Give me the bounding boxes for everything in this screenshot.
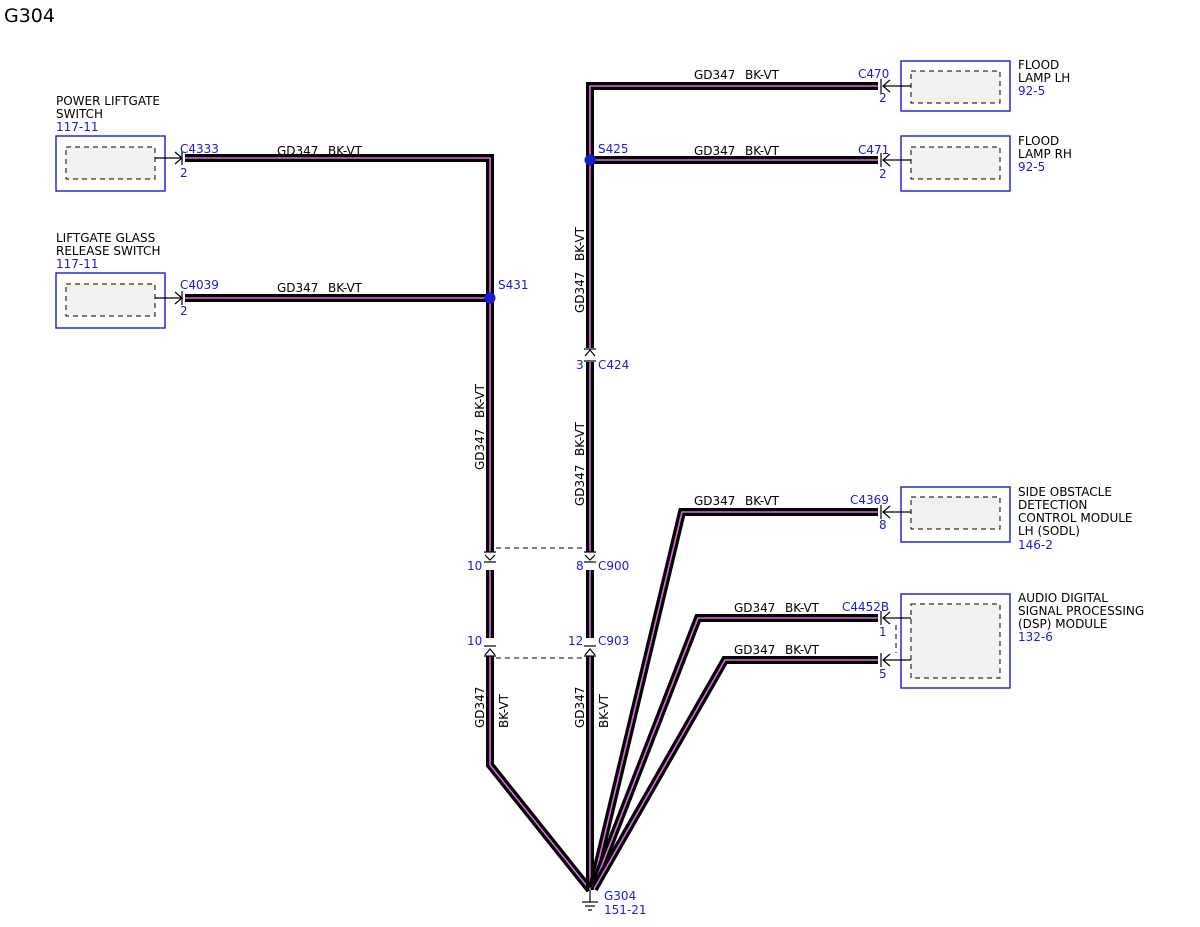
audio-dsp-module[interactable]: C4452B 1 5 AUDIO DIGITAL SIGNAL PROCESSI… (842, 591, 1144, 689)
power-liftgate-switch[interactable]: POWER LIFTGATE SWITCH 117-11 C4333 2 (55, 94, 219, 192)
wire-dsp-pin5-to-ground (590, 656, 878, 891)
pin-label: 2 (180, 166, 188, 180)
wire-color-label: BK-VT (473, 383, 487, 418)
ground-g304[interactable]: G304 151-21 (582, 889, 647, 917)
flood-lamp-rh[interactable]: C471 2 FLOOD LAMP RH 92-5 (858, 134, 1072, 192)
component-name: SWITCH (56, 107, 103, 121)
wire-circuit-label: GD347 (277, 144, 318, 158)
wire-color-label: BK-VT (497, 693, 511, 728)
component-name: AUDIO DIGITAL (1018, 591, 1108, 605)
pin-label: 8 (879, 518, 887, 532)
wire-color-label: BK-VT (573, 421, 587, 456)
component-name: FLOOD (1018, 134, 1059, 148)
connector-label: C4369 (850, 493, 889, 507)
pin-label: 8 (576, 559, 584, 573)
wire-dsp-pin1-to-ground (589, 614, 878, 890)
wire-color-label: BK-VT (328, 144, 363, 158)
wire-circuit-label: GD347 (734, 601, 775, 615)
wire-color-label: BK-VT (597, 693, 611, 728)
pin-label: 3 (576, 358, 584, 372)
connector-c900[interactable]: 10 8 C900 (467, 547, 629, 573)
pin-label: 10 (467, 559, 482, 573)
splice-s431[interactable]: S431 (484, 278, 529, 304)
wire-sodl-to-ground (588, 508, 878, 889)
wire-color-label: BK-VT (745, 68, 780, 82)
wire-left-to-ground (486, 656, 594, 893)
wire-circuit-label: GD347 (734, 643, 775, 657)
wire-circuit-label: GD347 (694, 494, 735, 508)
page-title: G304 (4, 5, 55, 27)
connector-label: C471 (858, 143, 889, 157)
wire-circuit-label: GD347 (573, 465, 587, 506)
component-name: SIGNAL PROCESSING (1018, 604, 1144, 618)
connector-label: C470 (858, 67, 889, 81)
component-name: (DSP) MODULE (1018, 617, 1107, 631)
pin-label: 1 (879, 625, 887, 639)
wire-circuit-label: GD347 (694, 68, 735, 82)
component-name: POWER LIFTGATE (56, 94, 160, 108)
component-ref: 117-11 (56, 120, 99, 134)
splice-label: S431 (498, 278, 529, 292)
pin-label: 12 (568, 634, 583, 648)
ground-ref: 151-21 (604, 903, 647, 917)
connector-label: C900 (598, 559, 629, 573)
component-name: FLOOD (1018, 58, 1059, 72)
pin-label: 5 (879, 667, 887, 681)
wire-power-liftgate (185, 154, 494, 298)
pin-label: 2 (180, 304, 188, 318)
wire-circuit-label: GD347 (573, 687, 587, 728)
component-name: LAMP LH (1018, 71, 1070, 85)
ground-label: G304 (604, 889, 636, 903)
wire-circuit-label: GD347 (473, 687, 487, 728)
connector-label: C4452B (842, 600, 889, 614)
pin-label: 10 (467, 634, 482, 648)
splice-s425[interactable]: S425 (584, 142, 629, 166)
component-name: RELEASE SWITCH (56, 244, 160, 258)
wire-circuit-label: GD347 (694, 144, 735, 158)
side-obstacle-detection-module[interactable]: C4369 8 SIDE OBSTACLE DETECTION CONTROL … (850, 485, 1133, 552)
connector-label: C4333 (180, 142, 219, 156)
component-ref: 92-5 (1018, 84, 1045, 98)
component-name: LAMP RH (1018, 147, 1072, 161)
wire-color-label: BK-VT (745, 144, 780, 158)
component-ref: 146-2 (1018, 538, 1053, 552)
pin-label: 2 (879, 167, 887, 181)
connector-label: C424 (598, 358, 629, 372)
wire-color-label: BK-VT (785, 601, 820, 615)
component-name: LH (SODL) (1018, 524, 1080, 538)
component-ref: 117-11 (56, 257, 99, 271)
wire-flood-lamp-lh (586, 82, 878, 160)
pin-label: 2 (879, 91, 887, 105)
flood-lamp-lh[interactable]: C470 2 FLOOD LAMP LH 92-5 (858, 58, 1070, 112)
component-name: DETECTION (1018, 498, 1087, 512)
component-ref: 92-5 (1018, 160, 1045, 174)
splice-label: S425 (598, 142, 629, 156)
wire-labels: GD347 BK-VT GD347 BK-VT GD347 BK-VT GD34… (277, 68, 820, 728)
wire-circuit-label: GD347 (473, 429, 487, 470)
component-name: SIDE OBSTACLE (1018, 485, 1112, 499)
wire-color-label: BK-VT (785, 643, 820, 657)
component-name: CONTROL MODULE (1018, 511, 1133, 525)
connector-c903[interactable]: 10 12 C903 (467, 634, 629, 659)
liftgate-glass-release-switch[interactable]: LIFTGATE GLASS RELEASE SWITCH 117-11 C40… (55, 231, 219, 329)
component-ref: 132-6 (1018, 630, 1053, 644)
wire-circuit-label: GD347 (573, 272, 587, 313)
wire-color-label: BK-VT (573, 226, 587, 261)
wire-color-label: BK-VT (328, 281, 363, 295)
wire-circuit-label: GD347 (277, 281, 318, 295)
connector-label: C903 (598, 634, 629, 648)
component-name: LIFTGATE GLASS (56, 231, 155, 245)
connector-label: C4039 (180, 278, 219, 292)
wires (185, 82, 878, 893)
connector-c424[interactable]: 3 C424 (576, 348, 629, 372)
wire-color-label: BK-VT (745, 494, 780, 508)
